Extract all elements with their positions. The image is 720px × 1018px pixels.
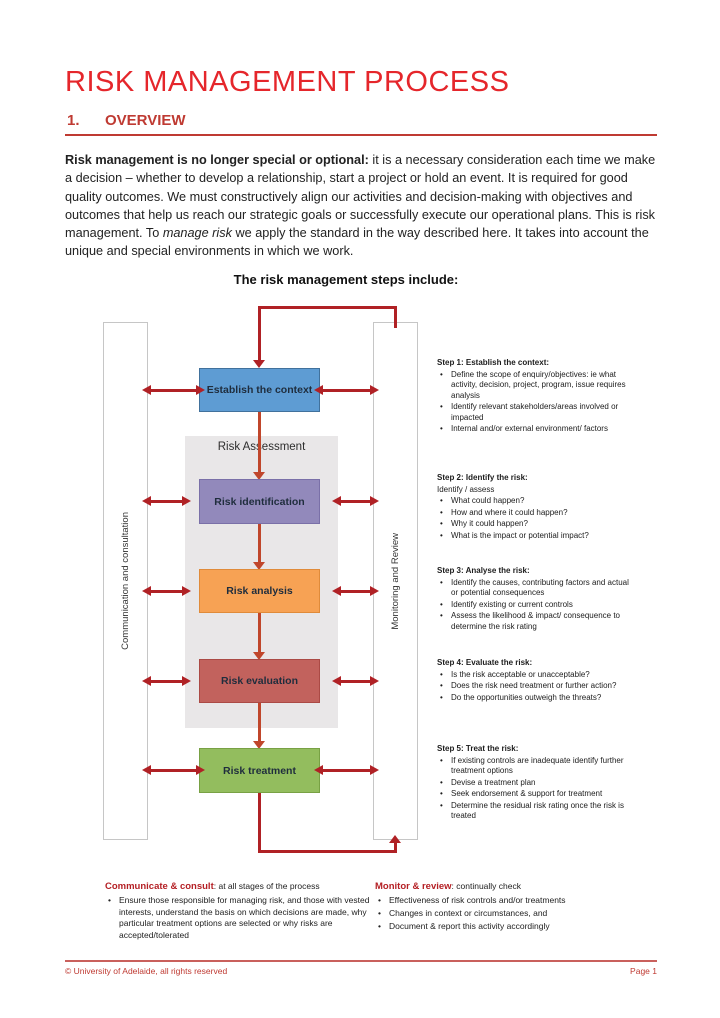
- step-bullet: Does the risk need treatment or further …: [437, 681, 635, 692]
- flow-box-label: Risk evaluation: [220, 675, 299, 687]
- risk-assessment-label: Risk Assessment: [217, 441, 306, 453]
- double-arrow-icon: [332, 586, 379, 595]
- down-arrow-icon: [253, 741, 265, 749]
- down-arrow-icon: [253, 562, 265, 570]
- flow-box-label: Risk identification: [214, 495, 305, 508]
- intro-italic-phrase: manage risk: [162, 226, 232, 241]
- page-title: RISK MANAGEMENT PROCESS: [65, 66, 510, 98]
- step-5-annotation: Step 5: Treat the risk: If existing cont…: [437, 744, 635, 823]
- step-heading: Step 4: Evaluate the risk:: [437, 658, 533, 667]
- double-arrow-icon: [332, 676, 379, 685]
- note-header-tail: : continually check: [451, 881, 521, 891]
- flow-box-risk-analysis: Risk analysis: [199, 569, 320, 613]
- step-bullet: Determine the residual risk rating once …: [437, 801, 635, 822]
- flow-box-risk-identification: Risk identification: [199, 479, 320, 524]
- double-arrow-icon: [142, 385, 205, 394]
- flow-connector: [258, 412, 261, 473]
- step-bullet: Identify existing or current controls: [437, 600, 635, 611]
- step-4-annotation: Step 4: Evaluate the risk: Is the risk a…: [437, 658, 635, 704]
- step-bullet: Devise a treatment plan: [437, 778, 635, 789]
- double-arrow-icon: [314, 765, 379, 774]
- monitoring-channel-box: Monitoring and Review: [373, 322, 418, 840]
- intro-text-2: we apply the standard in the way describ…: [65, 226, 649, 259]
- note-bullet: Changes in context or circumstances, and: [375, 908, 660, 920]
- up-arrow-icon: [389, 835, 401, 843]
- step-bullet: Internal and/or external environment/ fa…: [437, 424, 635, 435]
- note-header-tail: : at all stages of the process: [213, 881, 320, 891]
- note-bullet: Effectiveness of risk controls and/or tr…: [375, 895, 660, 907]
- step-heading: Step 5: Treat the risk:: [437, 744, 519, 753]
- footer-divider: [65, 960, 657, 962]
- step-bullet: What could happen?: [437, 496, 635, 507]
- step-bullet: How and where it could happen?: [437, 508, 635, 519]
- monitoring-channel-label: Monitoring and Review: [390, 532, 401, 630]
- note-bullet: Document & report this activity accordin…: [375, 921, 660, 933]
- intro-text-1: it is a necessary consideration each tim…: [65, 153, 656, 241]
- flow-box-risk-evaluation: Risk evaluation: [199, 659, 320, 703]
- footer-page-number: Page 1: [630, 966, 657, 976]
- down-arrow-icon: [253, 360, 265, 368]
- monitor-review-note: Monitor & review: continually check Effe…: [375, 881, 660, 934]
- section-heading: 1. OVERVIEW: [67, 112, 657, 129]
- feedback-loop-bottom-right-segment: [394, 843, 397, 851]
- step-heading: Step 3: Analyse the risk:: [437, 566, 530, 575]
- page-footer: © University of Adelaide, all rights res…: [65, 966, 657, 976]
- step-bullet: Is the risk acceptable or unacceptable?: [437, 670, 635, 681]
- feedback-loop-bottom-left-segment: [258, 793, 261, 852]
- step-bullet: Seek endorsement & support for treatment: [437, 789, 635, 800]
- down-arrow-icon: [253, 652, 265, 660]
- flow-box-establish-context: Establish the context: [199, 368, 320, 412]
- flow-connector-into-context: [258, 307, 261, 361]
- step-1-annotation: Step 1: Establish the context: Define th…: [437, 358, 635, 436]
- flow-connector: [258, 524, 261, 563]
- step-bullet: Do the opportunities outweigh the threat…: [437, 693, 635, 704]
- communicate-consult-note: Communicate & consult: at all stages of …: [105, 881, 370, 943]
- flow-connector: [258, 613, 261, 653]
- step-bullet: Define the scope of enquiry/objectives: …: [437, 370, 635, 402]
- step-bullet: If existing controls are inadequate iden…: [437, 756, 635, 777]
- flow-connector: [258, 703, 261, 742]
- note-header: Communicate & consult: [105, 881, 214, 892]
- double-arrow-icon: [142, 765, 205, 774]
- note-bullet: Ensure those responsible for managing ri…: [105, 895, 370, 941]
- section-title: OVERVIEW: [105, 112, 186, 129]
- double-arrow-icon: [314, 385, 379, 394]
- section-underline: [65, 134, 657, 136]
- double-arrow-icon: [332, 496, 379, 505]
- flow-box-label: Risk treatment: [223, 764, 296, 777]
- communication-channel-box: Communication and consultation: [103, 322, 148, 840]
- step-bullet: Why it could happen?: [437, 519, 635, 530]
- double-arrow-icon: [142, 586, 191, 595]
- section-number: 1.: [67, 112, 80, 129]
- step-heading: Step 2: Identify the risk:: [437, 473, 528, 482]
- intro-paragraph: Risk management is no longer special or …: [65, 151, 659, 261]
- feedback-loop-top-line: [258, 306, 396, 309]
- step-bullet: What is the impact or potential impact?: [437, 531, 635, 542]
- step-bullet: Assess the likelihood & impact/ conseque…: [437, 611, 635, 632]
- feedback-loop-top-right-segment: [394, 306, 397, 328]
- step-bullet: Identify relevant stakeholders/areas inv…: [437, 402, 635, 423]
- step-intro-line: Identify / assess: [437, 484, 495, 494]
- footer-copyright: © University of Adelaide, all rights res…: [65, 966, 228, 976]
- feedback-loop-bottom-line: [258, 850, 397, 853]
- step-3-annotation: Step 3: Analyse the risk: Identify the c…: [437, 566, 635, 633]
- flow-box-risk-treatment: Risk treatment: [199, 748, 320, 793]
- flow-box-label: Establish the context: [206, 384, 313, 396]
- step-2-annotation: Step 2: Identify the risk: Identify / as…: [437, 473, 635, 542]
- step-bullet: Identify the causes, contributing factor…: [437, 578, 635, 599]
- intro-bold-lead: Risk management is no longer special or …: [65, 153, 369, 167]
- communication-channel-label: Communication and consultation: [120, 512, 131, 650]
- double-arrow-icon: [142, 676, 191, 685]
- double-arrow-icon: [142, 496, 191, 505]
- flow-box-label: Risk analysis: [226, 585, 293, 597]
- note-header: Monitor & review: [375, 881, 452, 892]
- down-arrow-icon: [253, 472, 265, 480]
- diagram-heading: The risk management steps include:: [233, 272, 459, 287]
- step-heading: Step 1: Establish the context:: [437, 358, 550, 367]
